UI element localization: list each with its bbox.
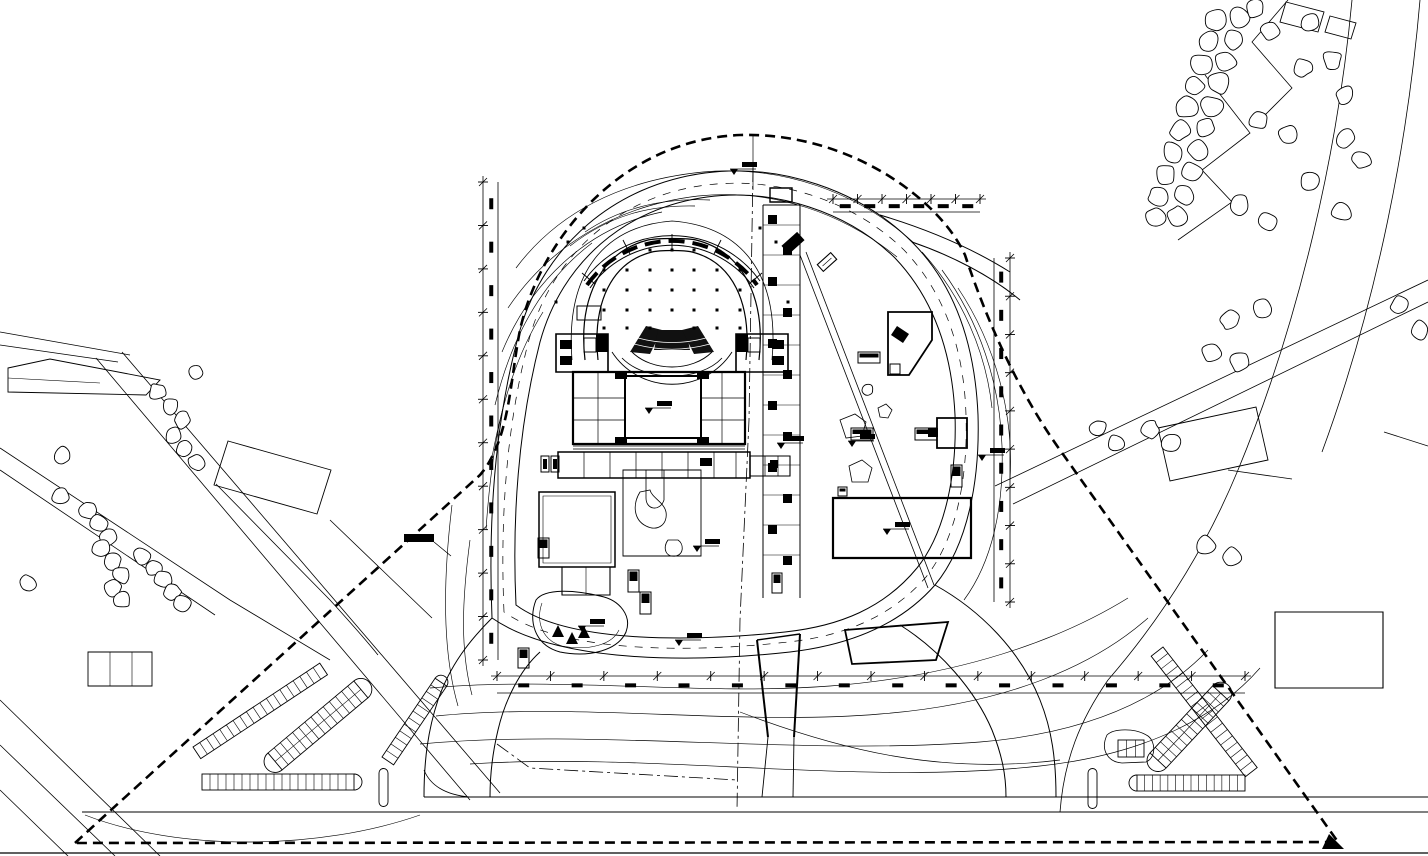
layer-equipment [517,351,963,669]
layer-dimensions [478,176,1251,694]
layer-parking-islands [1104,729,1155,764]
layer-parking [192,646,1258,792]
layer-ring-road [423,170,1057,798]
layer-buildings [404,220,973,655]
layer-contours [84,170,1261,843]
layer-dots [554,226,790,330]
layer-trees [19,0,1428,613]
layer-vehicles [781,231,838,273]
layer-elev-markers [578,162,1005,646]
layer-boundary [71,133,1344,849]
layer-axes [496,135,754,811]
layer-gallery [762,187,935,598]
layer-bottom-road [0,620,1428,854]
